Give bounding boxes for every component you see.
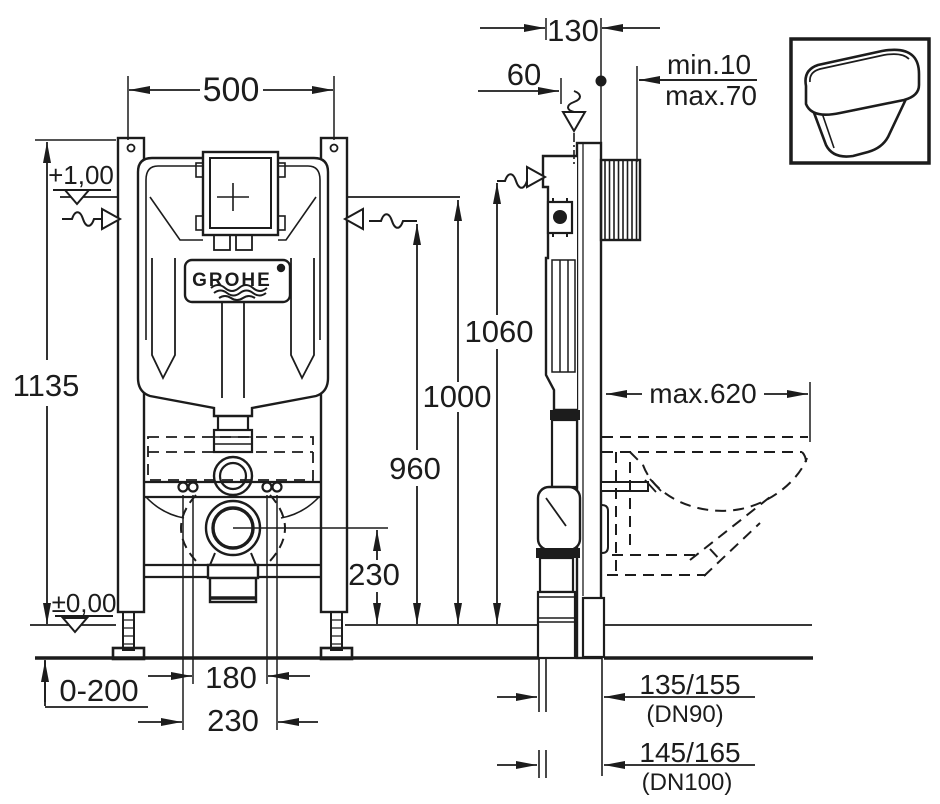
- floor-level-label: ±0,00: [52, 588, 117, 618]
- wall-finish-max-label: max.70: [665, 80, 757, 111]
- registered-mark-icon: [276, 263, 286, 273]
- outlet-dn100-label: 145/165: [639, 737, 740, 768]
- wall-anchor-hatch-block: [599, 158, 642, 242]
- front-width-label: 500: [203, 71, 260, 109]
- adjustable-feet: [111, 611, 354, 661]
- drain-outlet: [180, 494, 286, 604]
- wall-finish-min-label: min.10: [667, 49, 751, 80]
- dimension-lines: [41, 24, 808, 769]
- depth-max-label: max.620: [649, 378, 756, 409]
- fixing-spacing-label: 230: [207, 703, 259, 738]
- level-mark-icon: [62, 189, 92, 206]
- water-supply-icon: [497, 173, 528, 189]
- side-view: [536, 141, 808, 778]
- flush-plate-box: [195, 150, 286, 251]
- height-1000-label: 1000: [423, 379, 492, 414]
- water-supply-icon: [369, 213, 417, 229]
- inlet-valve-icon: [546, 198, 574, 237]
- crossbar-upper: [144, 480, 321, 499]
- tank-channel-right: [290, 258, 315, 381]
- top-offset-label: 130: [547, 13, 599, 48]
- drain-pipe-below-floor: [538, 658, 547, 778]
- grohe-logo: [183, 258, 292, 304]
- outlet-height-label: 230: [348, 557, 400, 592]
- rail-hole-right: [329, 143, 339, 153]
- grohe-logo-text: GROHE: [192, 270, 272, 291]
- supply-offset-label: 60: [507, 57, 541, 92]
- outlet-dn100-note: (DN100): [642, 769, 733, 796]
- bolt-spacing-label: 180: [205, 660, 257, 695]
- rail-hole-left: [126, 143, 136, 153]
- height-1060-label: 1060: [465, 314, 534, 349]
- level-mark-icon: [561, 111, 587, 133]
- tank-channel-left: [151, 258, 176, 381]
- height-960-label: 960: [389, 451, 441, 486]
- outlet-dn90-label: 135/155: [639, 669, 740, 700]
- mounting-bolt-holes: [177, 481, 283, 493]
- wall-hung-toilet-icon: [789, 37, 931, 165]
- water-supply-icon: [567, 90, 581, 113]
- level-mark-icon: [60, 617, 90, 634]
- mounting-rod: [600, 478, 662, 493]
- extension-lines: [44, 18, 811, 730]
- upper-level-label: +1,00: [48, 160, 114, 190]
- front-view: [111, 136, 354, 661]
- front-height-label: 1135: [13, 368, 80, 403]
- frame-plate: [575, 141, 603, 660]
- water-supply-symbols: [62, 90, 581, 231]
- outlet-bracket: [601, 504, 609, 554]
- water-supply-icon: [62, 211, 102, 227]
- level-symbols: [60, 111, 587, 634]
- crosshair-icon: [217, 183, 249, 211]
- floor-buildup-label: 0-200: [59, 673, 138, 708]
- plate-foot: [581, 596, 606, 659]
- outlet-dn90-note: (DN90): [646, 701, 723, 728]
- toilet-bowl-dashed-outline: [602, 436, 808, 577]
- service-opening-dashed: [147, 436, 314, 481]
